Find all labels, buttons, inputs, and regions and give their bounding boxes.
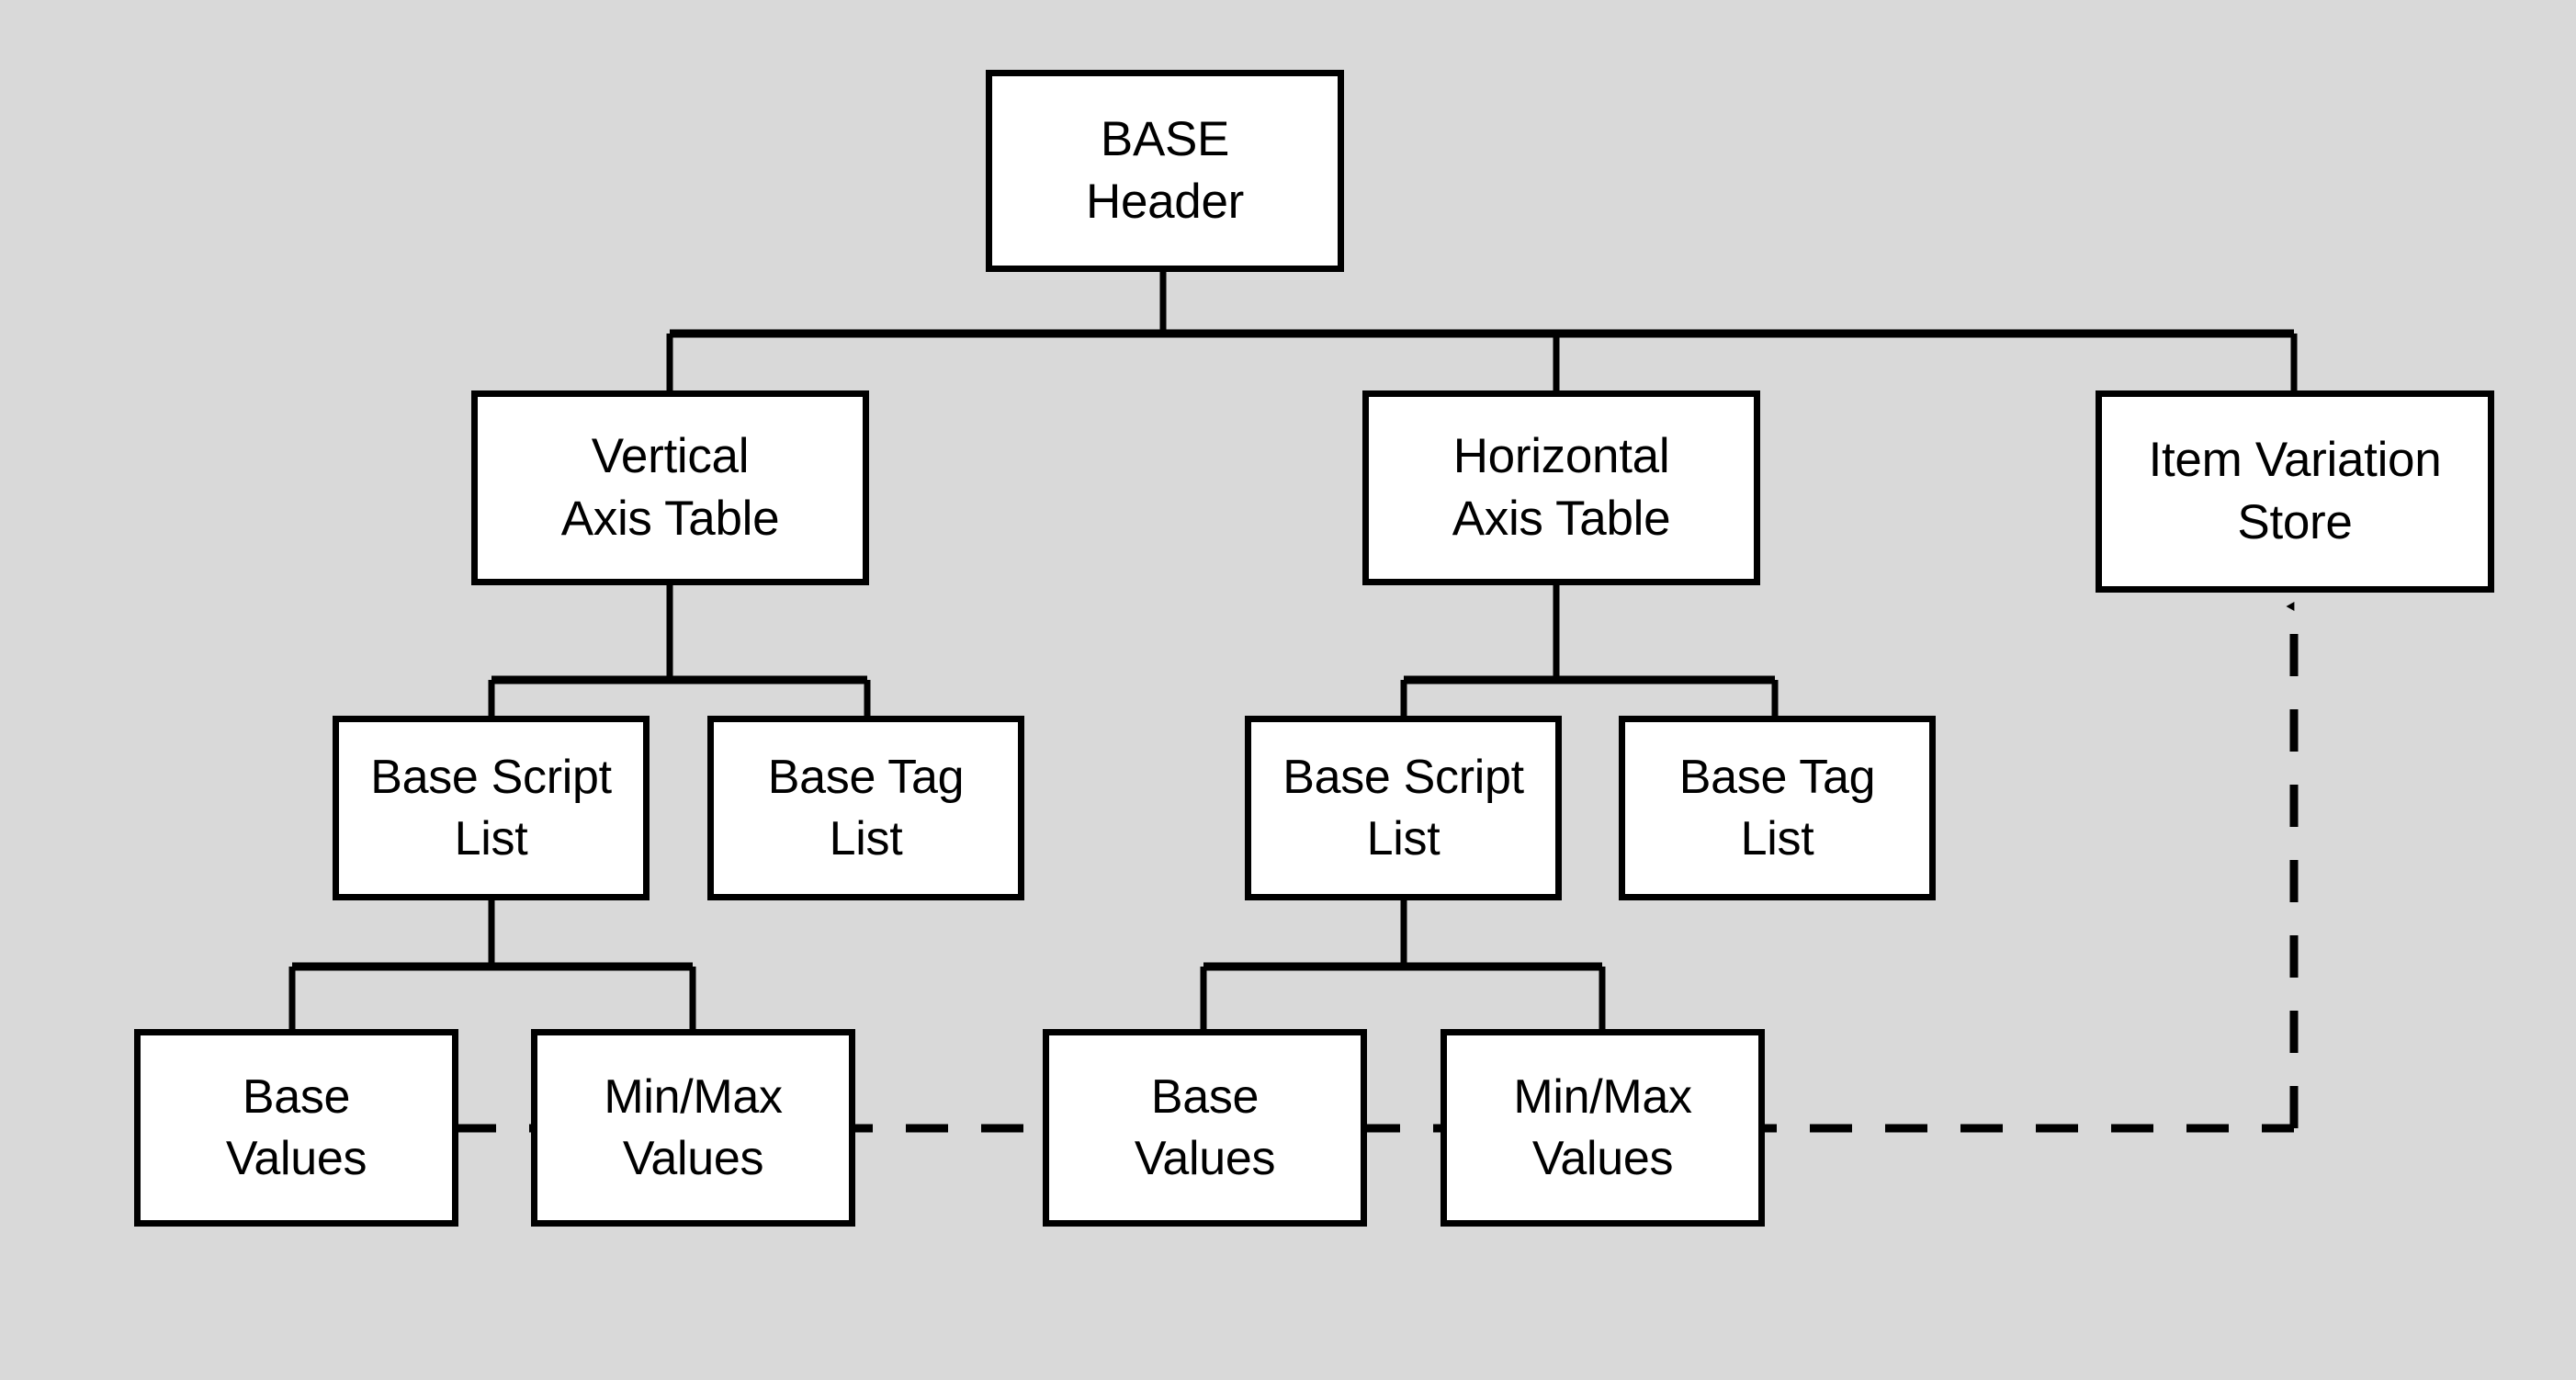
node-h-base-values[interactable]: Base Values <box>1043 1029 1367 1227</box>
node-h-base-values-line1: Base <box>1150 1069 1260 1124</box>
node-v-base-tag-list[interactable]: Base Tag List <box>707 716 1024 900</box>
node-v-base-script-list[interactable]: Base Script List <box>333 716 650 900</box>
node-v-min-max-values-line2: Values <box>622 1131 764 1185</box>
node-vertical-axis-table-line2: Axis Table <box>560 492 780 546</box>
node-v-base-script-list-line2: List <box>454 811 528 865</box>
edge-header-to-axis-bus <box>666 272 2298 396</box>
edge-h-script-to-values <box>1200 900 1606 1029</box>
node-horizontal-axis-table-line1: Horizontal <box>1452 429 1670 484</box>
node-v-base-tag-list-line1: Base Tag <box>767 750 965 804</box>
node-h-min-max-values[interactable]: Min/Max Values <box>1441 1029 1765 1227</box>
node-v-min-max-values[interactable]: Min/Max Values <box>531 1029 855 1227</box>
node-h-base-script-list[interactable]: Base Script List <box>1245 716 1562 900</box>
node-item-variation-store[interactable]: Item Variation Store <box>2096 390 2494 593</box>
node-base-header-line2: Header <box>1085 175 1245 229</box>
node-h-base-tag-list[interactable]: Base Tag List <box>1619 716 1936 900</box>
edge-vertical-to-children <box>488 585 871 716</box>
node-v-base-values-line2: Values <box>225 1131 367 1185</box>
node-v-base-values[interactable]: Base Values <box>134 1029 458 1227</box>
node-v-min-max-values-line1: Min/Max <box>604 1069 783 1124</box>
node-vertical-axis-table[interactable]: Vertical Axis Table <box>471 390 869 585</box>
node-vertical-axis-table-line1: Vertical <box>591 429 750 484</box>
node-h-base-tag-list-line1: Base Tag <box>1678 750 1876 804</box>
node-h-base-tag-list-line2: List <box>1740 811 1814 865</box>
node-base-header-line1: BASE <box>1100 112 1230 167</box>
node-h-min-max-values-line2: Values <box>1531 1131 1674 1185</box>
edge-v-script-to-values <box>288 900 696 1029</box>
node-h-min-max-values-line1: Min/Max <box>1513 1069 1692 1124</box>
edge-horizontal-to-children <box>1400 585 1779 716</box>
node-h-base-script-list-line2: List <box>1366 811 1441 865</box>
node-v-base-tag-list-line2: List <box>829 811 903 865</box>
node-v-base-values-line1: Base <box>242 1069 351 1124</box>
node-v-base-script-list-line1: Base Script <box>370 750 612 804</box>
node-item-variation-store-line1: Item Variation <box>2148 433 2442 488</box>
node-horizontal-axis-table-line2: Axis Table <box>1452 492 1671 546</box>
node-item-variation-store-line2: Store <box>2237 495 2353 549</box>
node-horizontal-axis-table[interactable]: Horizontal Axis Table <box>1362 390 1760 585</box>
node-h-base-script-list-line1: Base Script <box>1282 750 1524 804</box>
node-h-base-values-line2: Values <box>1134 1131 1276 1185</box>
node-base-header[interactable]: BASE Header <box>986 70 1344 272</box>
